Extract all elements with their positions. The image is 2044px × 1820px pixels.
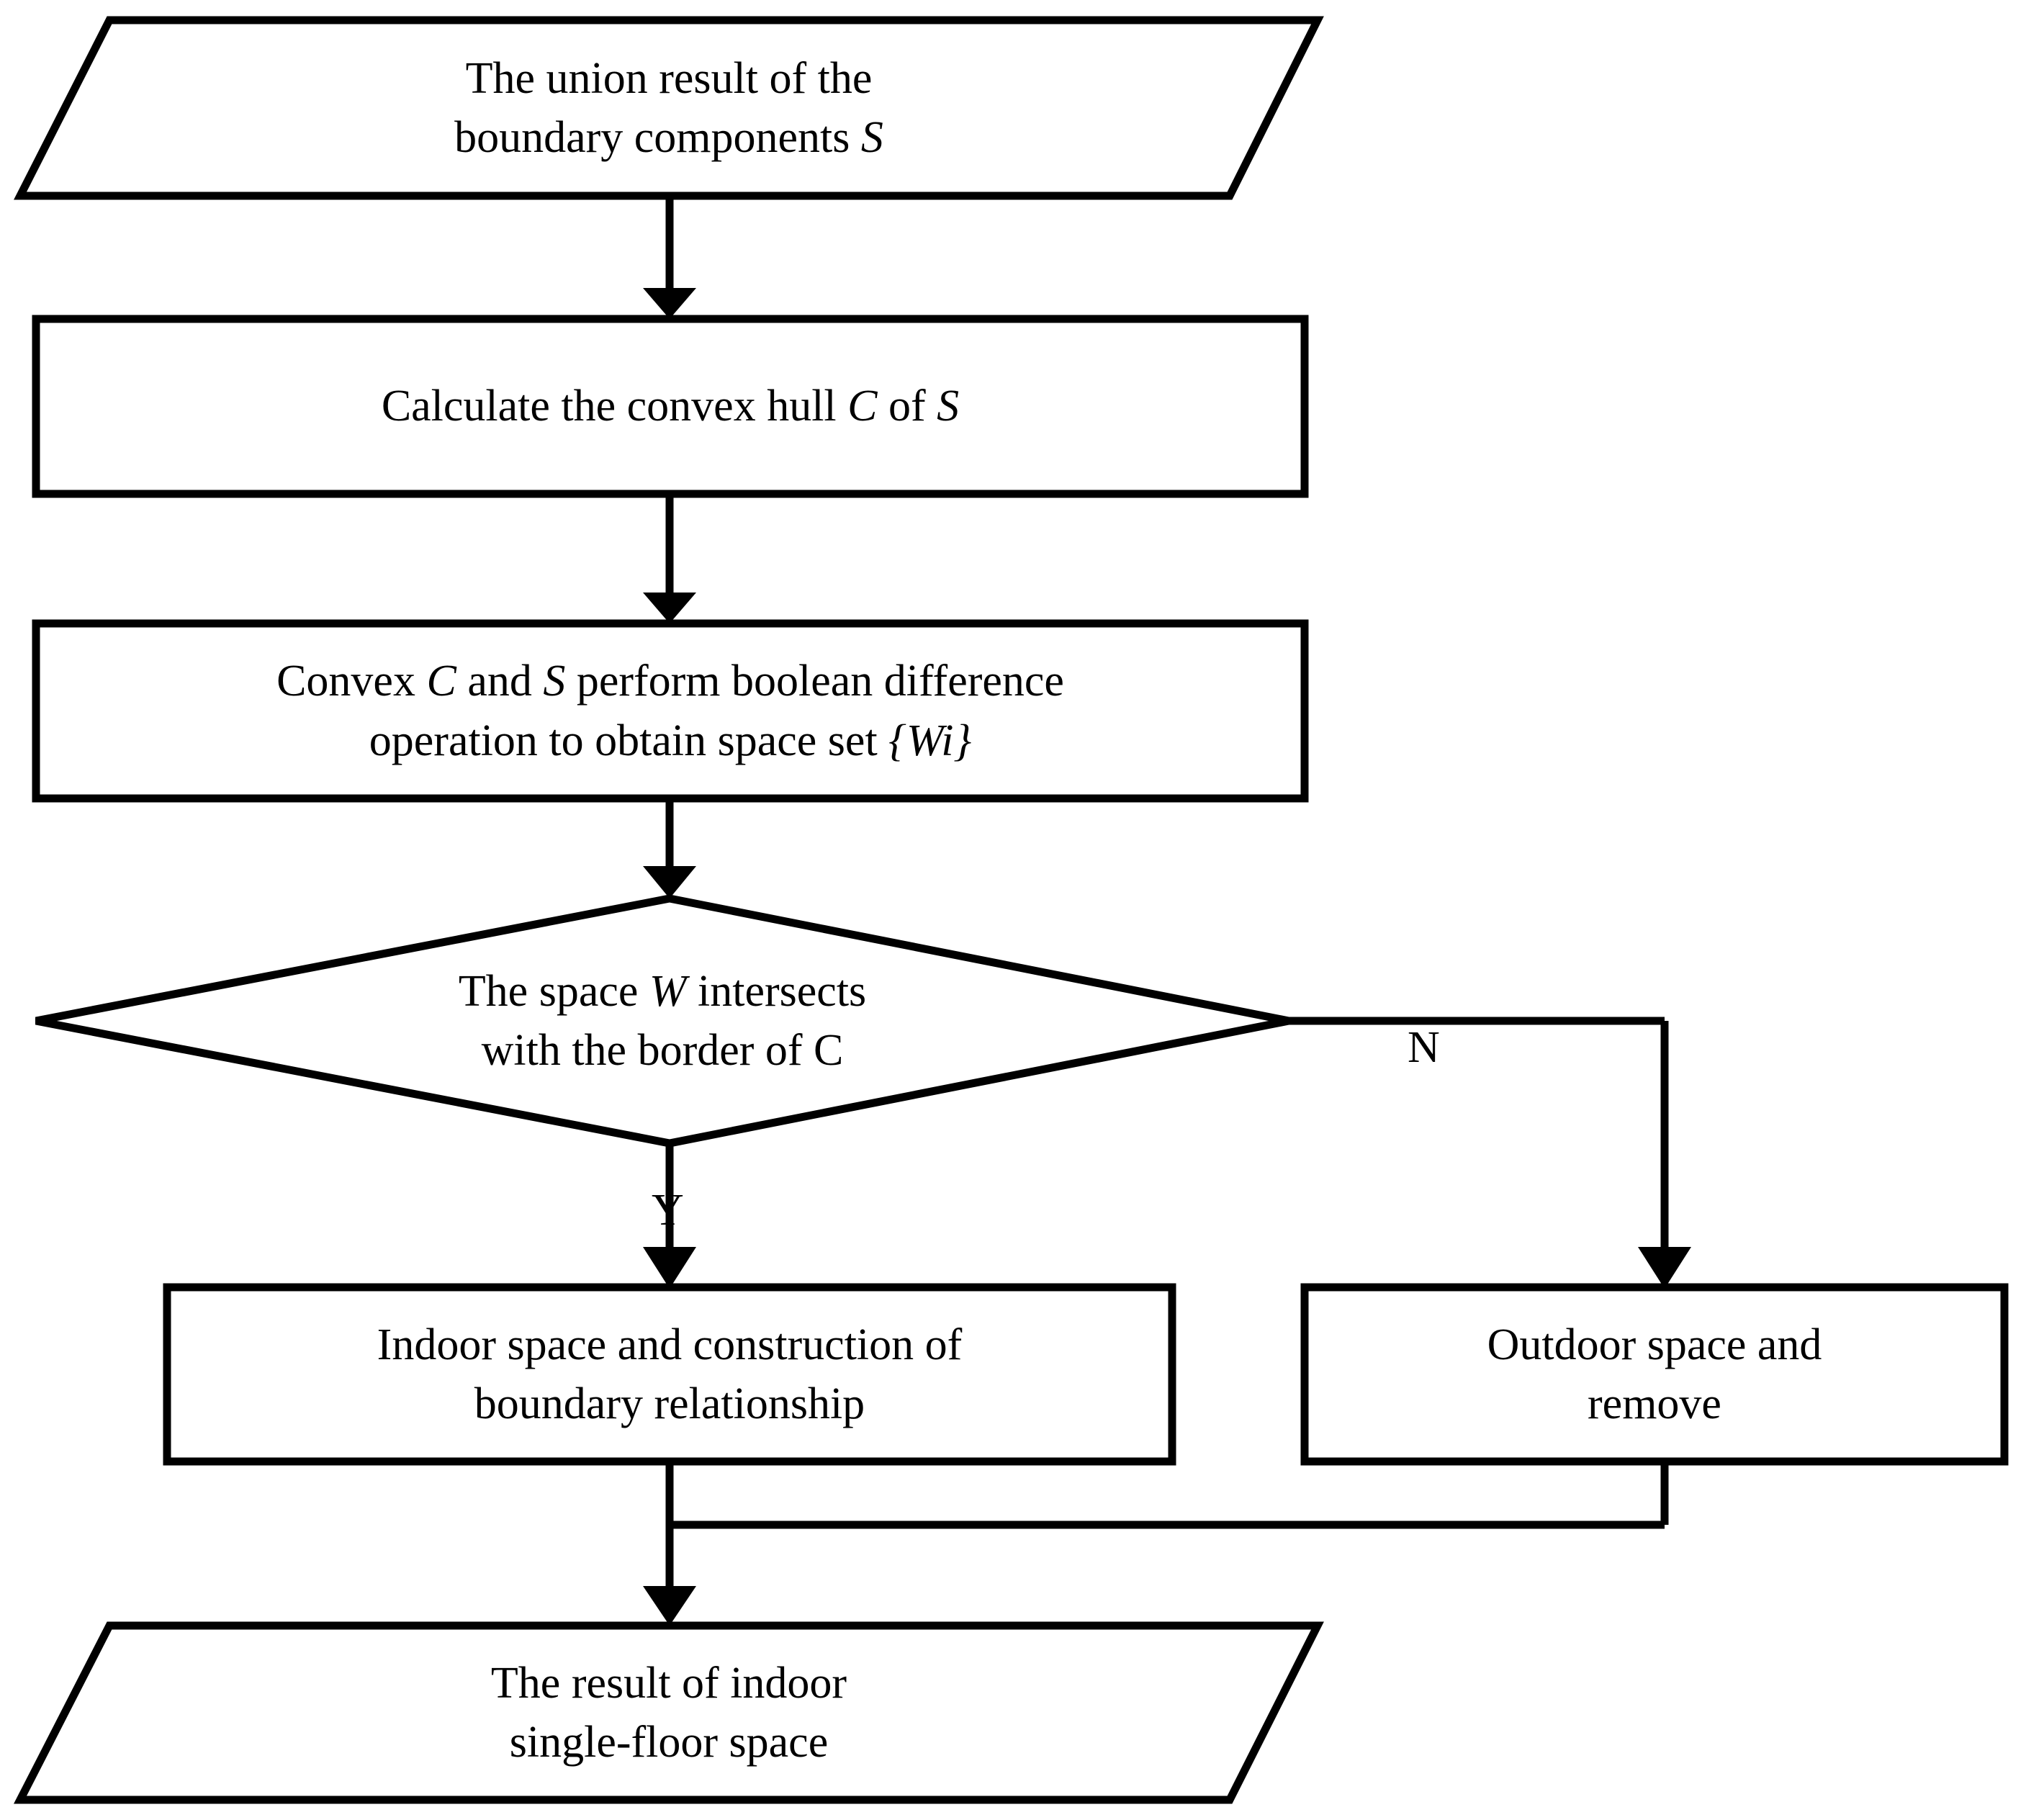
arrowhead-decision-to-outdoor: [1638, 1247, 1691, 1289]
outdoor-box[interactable]: [1300, 1283, 2009, 1466]
convex-hull-box[interactable]: [32, 315, 1309, 498]
edge-label-no: N: [1408, 1023, 1440, 1072]
end-parallelogram[interactable]: [14, 1621, 1324, 1804]
start-parallelogram[interactable]: [14, 16, 1324, 200]
edge-label-yes: Y: [652, 1186, 684, 1235]
indoor-box[interactable]: [163, 1283, 1176, 1466]
arrowhead-convex-to-boolean: [643, 593, 696, 623]
boolean-difference-box[interactable]: [32, 619, 1309, 803]
arrowhead-merge-to-end: [643, 1586, 696, 1626]
arrowhead-boolean-to-decision: [643, 866, 696, 898]
decision-diamond[interactable]: [35, 894, 1290, 1148]
arrowhead-start-to-convex: [643, 288, 696, 319]
arrowhead-decision-to-indoor: [643, 1247, 696, 1289]
